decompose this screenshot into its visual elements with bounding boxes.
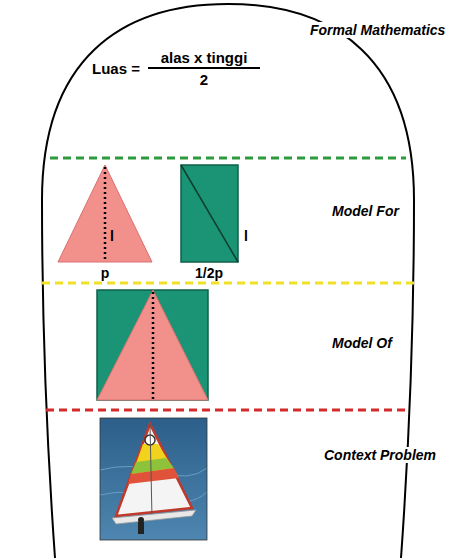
photo-frame [100,418,207,540]
sailor-head [138,517,144,523]
mast [150,424,152,518]
red-divider [46,409,410,412]
hull [112,510,196,524]
pink-triangle [58,165,152,262]
water [100,418,207,540]
level-label: Formal Mathematics [308,22,447,38]
formula-numerator: alas x tinggi [161,49,248,66]
formula-denominator: 2 [200,71,208,88]
fraction-bar [148,67,260,69]
base-symbol: 1/2p [195,265,223,281]
pink-triangle-in-square [97,290,208,400]
green-rectangle [181,165,238,262]
level-label: Context Problem [322,447,438,463]
height-line [104,167,107,262]
sail [116,424,192,516]
sailboat-photo [100,418,207,540]
yellow-divider [42,282,416,285]
rectangle-diagonal [181,165,238,262]
level-label: Model For [330,203,401,219]
green-divider [50,157,406,160]
level-label: Model Of [330,335,394,351]
egg-outline-right [228,4,414,558]
height-symbol: l [244,228,248,244]
sailor [138,522,144,534]
base-symbol: p [101,265,110,281]
green-square [97,290,208,400]
formula-term: Luas = [92,60,140,77]
sail-stripe-red [128,468,179,484]
height-line [152,292,155,400]
egg-outline-left [42,4,228,558]
height-symbol: l [110,228,114,244]
